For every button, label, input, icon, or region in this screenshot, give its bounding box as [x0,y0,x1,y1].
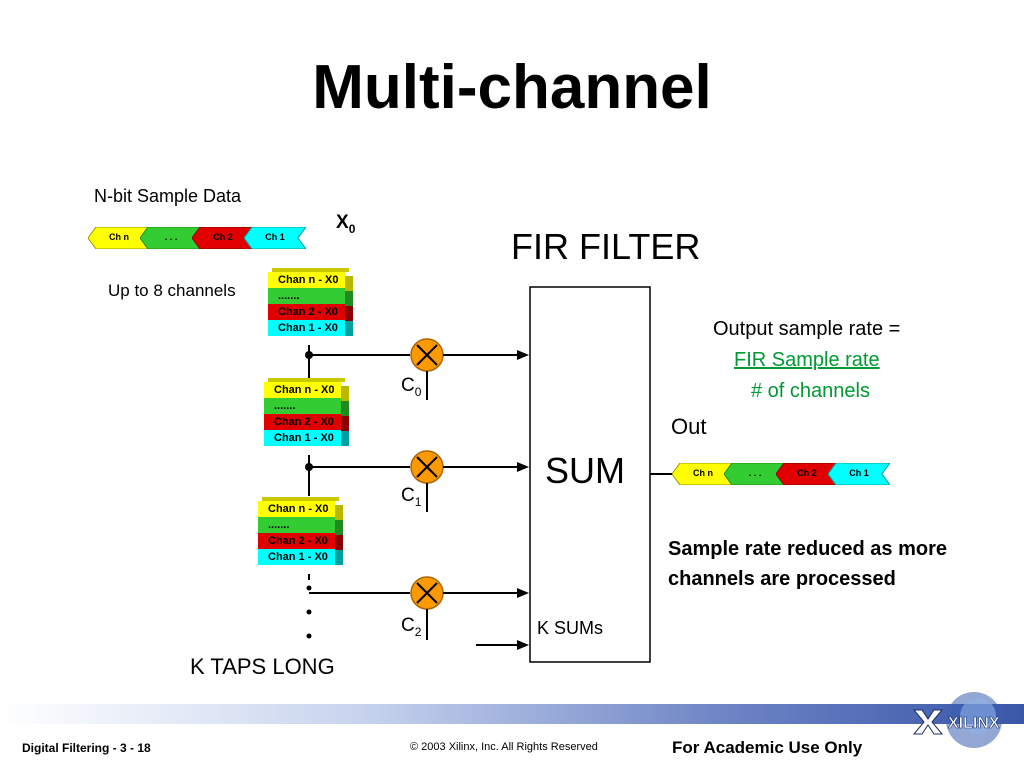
arrow-head [517,462,529,472]
footer-page-label: Digital Filtering - 3 - 18 [22,741,151,755]
register-row: Chan 1 - X0 [268,320,345,336]
arrow-head [517,350,529,360]
register-row: Chan n - X0 [268,272,345,288]
register-row: ....... [268,288,345,304]
tap-register-2: Chan n - X0 ....... Chan 2 - X0 Chan 1 -… [258,497,343,565]
arrow-head [517,588,529,598]
register-row: Chan 2 - X0 [258,533,335,549]
output-chip: Ch 1 [827,462,891,486]
multiplier-0 [410,338,444,372]
channels-label: Up to 8 channels [108,281,236,300]
output-rate-label: Output sample rate = [713,318,901,340]
svg-text:XILINX: XILINX [948,715,1000,732]
xilinx-logo: XILINX [912,690,1012,750]
output-rate-numerator: FIR Sample rate [734,349,880,371]
note-line-1: Sample rate reduced as more [668,538,948,560]
input-chip: Ch 1 [243,226,307,250]
continuation-dot [306,633,312,639]
register-row: ....... [264,398,341,414]
footer-bar [0,704,1024,724]
footer-copyright: © 2003 Xilinx, Inc. All Rights Reserved [410,741,598,753]
coef-label-1: C1 [401,485,422,509]
multiplier-1 [410,450,444,484]
out-label: Out [671,414,707,439]
k-taps-label: K TAPS LONG [190,654,335,679]
register-row: Chan 2 - X0 [268,304,345,320]
arrow-head [517,640,529,650]
k-sums-label: K SUMs [537,618,604,638]
register-row: Chan n - X0 [264,382,341,398]
register-row: Chan 1 - X0 [264,430,341,446]
continuation-dot [306,585,312,591]
note-line-2: channels are processed [668,568,896,590]
register-row: Chan 1 - X0 [258,549,335,565]
page-title: Multi-channel [312,53,712,122]
register-row: Chan n - X0 [258,501,335,517]
register-row: Chan 2 - X0 [264,414,341,430]
continuation-dot [306,609,312,615]
footer-academic-note: For Academic Use Only [672,738,863,757]
register-row: ....... [258,517,335,533]
tap-register-1: Chan n - X0 ....... Chan 2 - X0 Chan 1 -… [264,378,349,446]
coef-label-2: C2 [401,615,422,639]
fir-filter-label: FIR FILTER [511,226,701,267]
multiplier-2 [410,576,444,610]
tap-register-0: Chan n - X0 ....... Chan 2 - X0 Chan 1 -… [268,268,353,336]
sum-label: SUM [545,450,625,491]
sample-data-label: N-bit Sample Data [94,186,242,206]
x0-label: X0 [336,212,356,236]
output-rate-denominator: # of channels [751,380,870,402]
coef-label-0: C0 [401,375,422,399]
